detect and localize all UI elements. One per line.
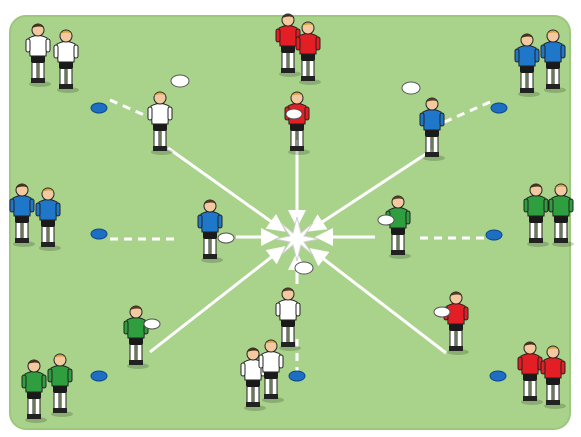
cone [486,230,502,240]
cone [490,371,506,381]
pitch [10,16,570,429]
rugby-ball [434,307,450,317]
cone [91,103,107,113]
rugby-ball [286,109,302,119]
cone [491,103,507,113]
rugby-ball [378,215,394,225]
rugby-ball [171,75,189,87]
cone [91,229,107,239]
cone [289,371,305,381]
center-point [275,217,319,261]
rugby-ball [295,262,313,274]
rugby-ball [402,82,420,94]
rugby-ball [144,319,160,329]
cone [91,371,107,381]
rugby-ball [218,233,234,243]
